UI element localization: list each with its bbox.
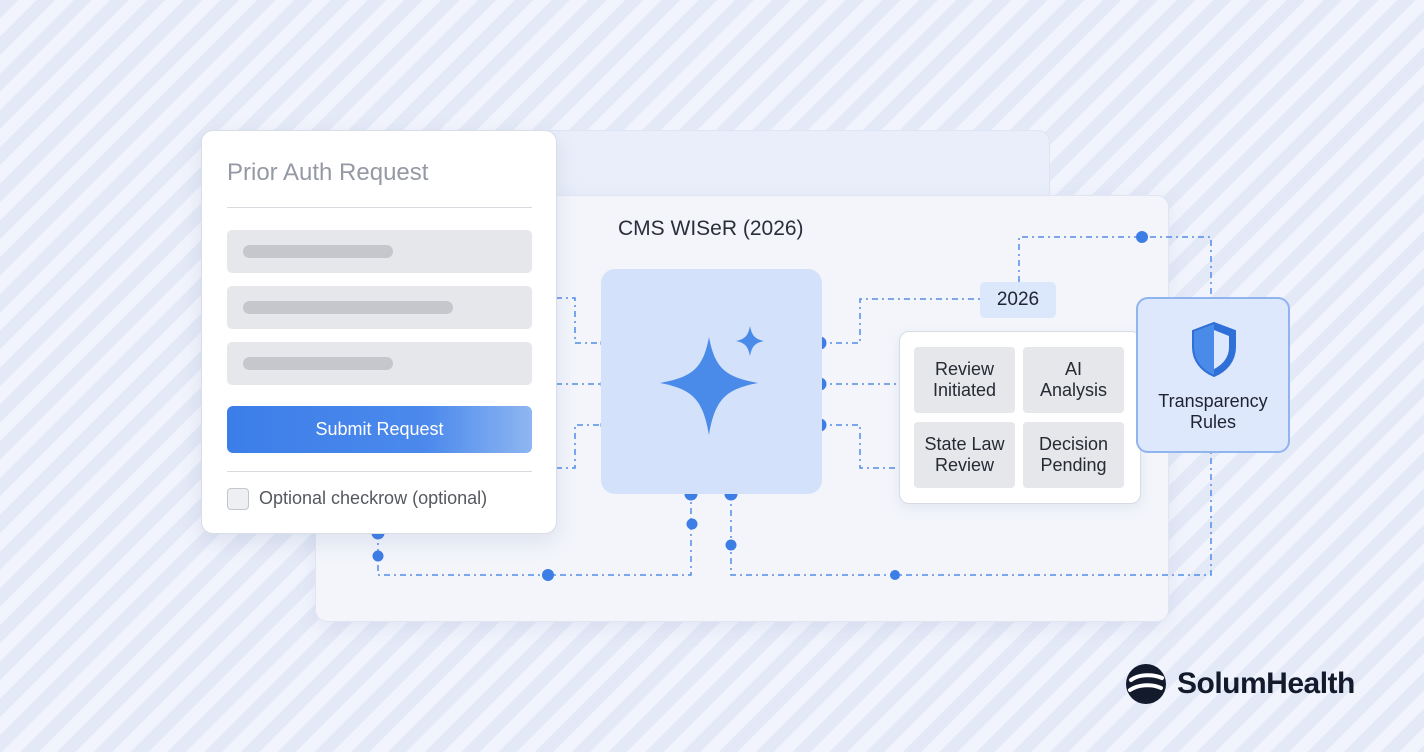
year-badge: 2026 (980, 282, 1056, 318)
placeholder-bar (243, 357, 393, 370)
status-line: Review (934, 359, 994, 379)
form-field-1[interactable] (227, 230, 532, 273)
transparency-label: Transparency Rules (1138, 391, 1288, 433)
transparency-rules-card: Transparency Rules (1136, 297, 1290, 453)
divider (227, 207, 532, 208)
status-line: AI (1064, 359, 1082, 379)
logo-mark-icon (1126, 664, 1166, 704)
form-title: Prior Auth Request (227, 159, 429, 186)
optional-checkbox-label: Optional checkrow (optional) (259, 488, 488, 508)
status-line: Decision (1038, 434, 1109, 454)
divider (227, 471, 532, 472)
optional-checkbox[interactable] (227, 488, 249, 510)
form-field-2[interactable] (227, 286, 532, 329)
placeholder-bar (243, 245, 393, 258)
status-line: Initiated (932, 380, 997, 400)
submit-request-button[interactable]: Submit Request (227, 406, 532, 453)
status-line: Analysis (1039, 380, 1108, 400)
transparency-line: Transparency (1158, 391, 1268, 411)
form-field-3[interactable] (227, 342, 532, 385)
logo-text: SolumHealth (1177, 667, 1355, 700)
status-line: Review (934, 455, 995, 475)
shield-icon (1192, 321, 1236, 378)
status-line: State Law (924, 434, 1005, 454)
sparkle-icon (660, 326, 764, 435)
ai-core-box (601, 269, 822, 494)
placeholder-bar (243, 301, 453, 314)
transparency-line: Rules (1189, 412, 1237, 432)
panel-title: CMS WISeR (2026) (618, 217, 804, 240)
status-line: Pending (1040, 455, 1107, 475)
prior-auth-form: Prior Auth Request Submit Request Option… (201, 130, 557, 534)
